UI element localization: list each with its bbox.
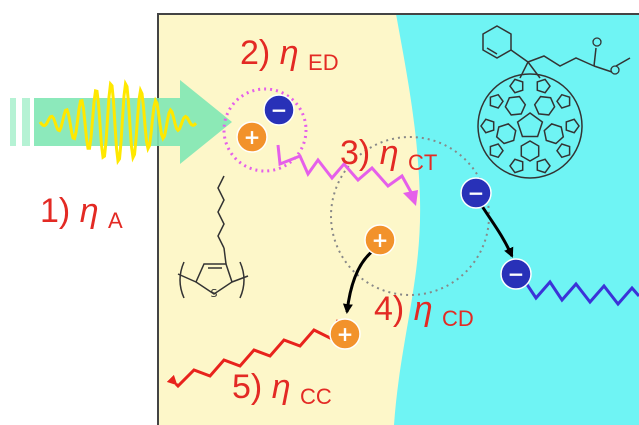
sulfur-label: S <box>211 287 218 300</box>
phenyl-double-bond <box>486 47 498 55</box>
hole-circle <box>364 224 396 256</box>
electron-sign: − <box>508 262 525 286</box>
step-eta-symbol: η <box>380 134 399 172</box>
step-eta-symbol: η <box>272 368 291 406</box>
fullerene-hexagon <box>504 95 527 116</box>
hole-transfer-arrow <box>342 248 375 314</box>
fullerene-hexagon <box>533 95 556 116</box>
thiophene-ring <box>195 263 233 295</box>
carbonyl-oxygen <box>592 37 602 47</box>
electron-circle <box>460 177 492 209</box>
exciton-electron: − <box>263 94 295 126</box>
step-number: 1) <box>40 192 70 230</box>
hole-circle <box>236 121 268 153</box>
electron-circle <box>263 94 295 126</box>
step-subscript: ED <box>308 50 339 75</box>
light-wave <box>38 79 198 166</box>
carbonyl-bond <box>593 47 597 67</box>
acceptor-region <box>394 14 639 425</box>
step-number: 4) <box>374 290 404 328</box>
fullerene-pentagon <box>509 158 524 174</box>
fullerene-pentagon <box>480 118 495 134</box>
exciton-circle <box>222 87 308 173</box>
hole-circle <box>329 318 361 350</box>
fullerene-facets <box>480 78 580 174</box>
interface-hole: + <box>364 224 396 256</box>
hole-sign: + <box>372 228 389 252</box>
right-polymer-bond <box>231 275 249 283</box>
electron-transfer-arrow <box>480 205 514 258</box>
step-eta-symbol: η <box>80 192 99 230</box>
fullerene-pentagon <box>536 158 551 174</box>
electron-circle <box>500 258 532 290</box>
fullerene-pentagon <box>489 143 504 159</box>
step-number: 3) <box>340 134 370 172</box>
fullerene-pentagon <box>565 118 580 134</box>
electron-transport-path <box>524 279 639 307</box>
fullerene-pentagon <box>489 93 504 109</box>
fullerene-hexagon <box>520 140 540 162</box>
fullerene-pentagon <box>516 112 544 138</box>
exciton-diffusion-path <box>276 144 414 195</box>
left-bracket <box>179 261 185 299</box>
butyrate-chain <box>510 49 595 67</box>
incoming-light <box>10 79 232 166</box>
fullerene-pentagon <box>556 93 571 109</box>
device-border <box>157 13 639 425</box>
exciton-hole: + <box>236 121 268 153</box>
cyclopropane-bond <box>527 61 541 79</box>
electron-sign: − <box>271 98 288 122</box>
step-subscript: CD <box>442 306 474 331</box>
step-label-exciton-diffusion: 2) η ED <box>240 34 339 75</box>
step-subscript: CC <box>300 384 332 409</box>
hole-sign: + <box>337 322 354 346</box>
hole-sign: + <box>244 125 261 149</box>
step-eta-symbol: η <box>414 290 433 328</box>
ester-bond <box>593 65 613 73</box>
step-label-absorption: 1) η A <box>40 192 123 233</box>
step-label-charge-transfer: 3) η CT <box>340 134 437 175</box>
step-eta-symbol: η <box>280 34 299 72</box>
electron-sign: − <box>468 181 485 205</box>
transferred-electron: − <box>460 177 492 209</box>
light-stripe <box>22 98 30 146</box>
fullerene-pentagon <box>556 143 571 159</box>
separated-electron: − <box>500 258 532 290</box>
pcbm-structure <box>477 25 631 179</box>
methyl-bond <box>615 57 631 67</box>
fullerene-cage <box>477 73 583 179</box>
ester-oxygen <box>610 65 620 75</box>
step-subscript: CT <box>408 150 437 175</box>
fullerene-pentagon <box>536 78 551 94</box>
step-number: 5) <box>232 368 262 406</box>
light-stripe <box>10 98 16 146</box>
step-number: 2) <box>240 34 270 72</box>
fullerene-pentagon <box>509 78 524 94</box>
fullerene-hexagon <box>495 123 517 145</box>
hexyl-chain <box>217 175 225 249</box>
chain-to-ring-bond <box>223 247 227 265</box>
hole-transport-path <box>166 319 340 389</box>
right-bracket <box>239 261 245 299</box>
fullerene-hexagon <box>543 123 565 145</box>
exciton-diffusion-arrowhead <box>403 190 418 206</box>
step-subscript: A <box>108 208 123 233</box>
p3ht-structure <box>177 175 249 299</box>
separated-hole: + <box>329 318 361 350</box>
phenyl-ring <box>482 25 512 59</box>
step-label-charge-dissociation: 4) η CD <box>374 290 474 331</box>
step-label-charge-collection: 5) η CC <box>232 368 332 409</box>
